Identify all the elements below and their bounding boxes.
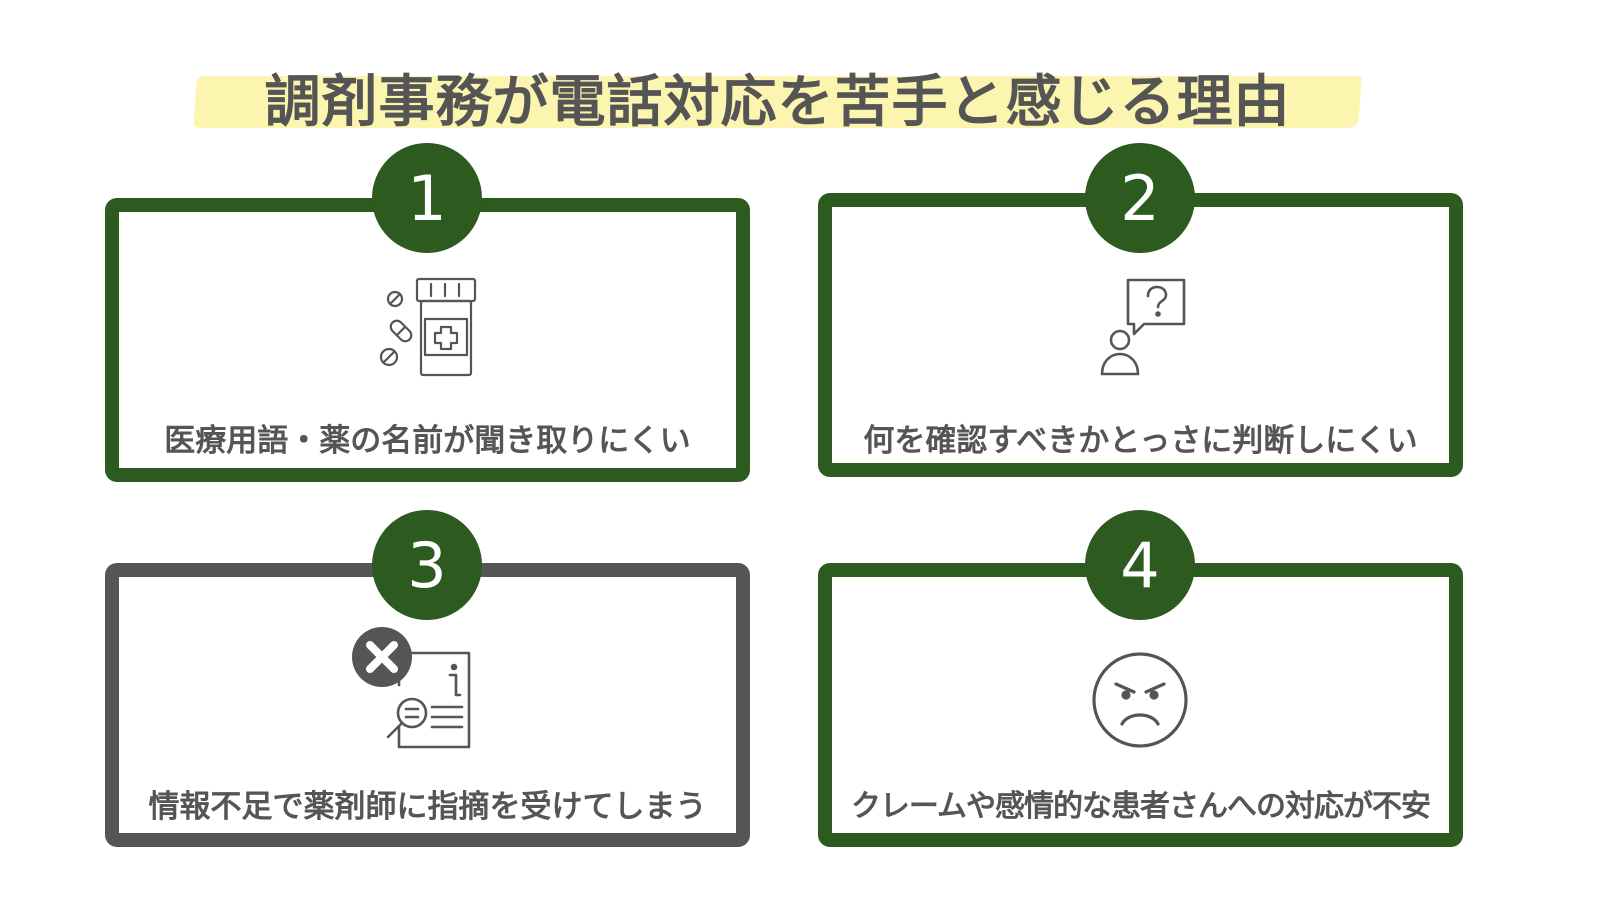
medicine-bottle-icon [379,277,477,377]
reason-label-4: クレームや感情的な患者さんへの対応が不安 [850,789,1431,824]
reason-label-1: 医療用語・薬の名前が聞き取りにくい [164,422,691,459]
number-badge-2: 2 [1085,143,1195,253]
page-title: 調剤事務が電話対応を苦手と感じる理由 [264,70,1291,135]
reason-label-2: 何を確認すべきかとっさに判断しにくい [863,422,1418,459]
number-badge-3: 3 [372,510,482,620]
reason-label-3: 情報不足で薬剤師に指摘を受けてしまう [148,788,707,825]
number-badge-1: 1 [372,143,482,253]
document-error-icon [352,627,471,749]
number-badge-4: 4 [1085,510,1195,620]
title-area: 調剤事務が電話対応を苦手と感じる理由 [193,60,1362,135]
person-question-icon [1100,278,1186,376]
angry-face-icon [1092,652,1188,748]
